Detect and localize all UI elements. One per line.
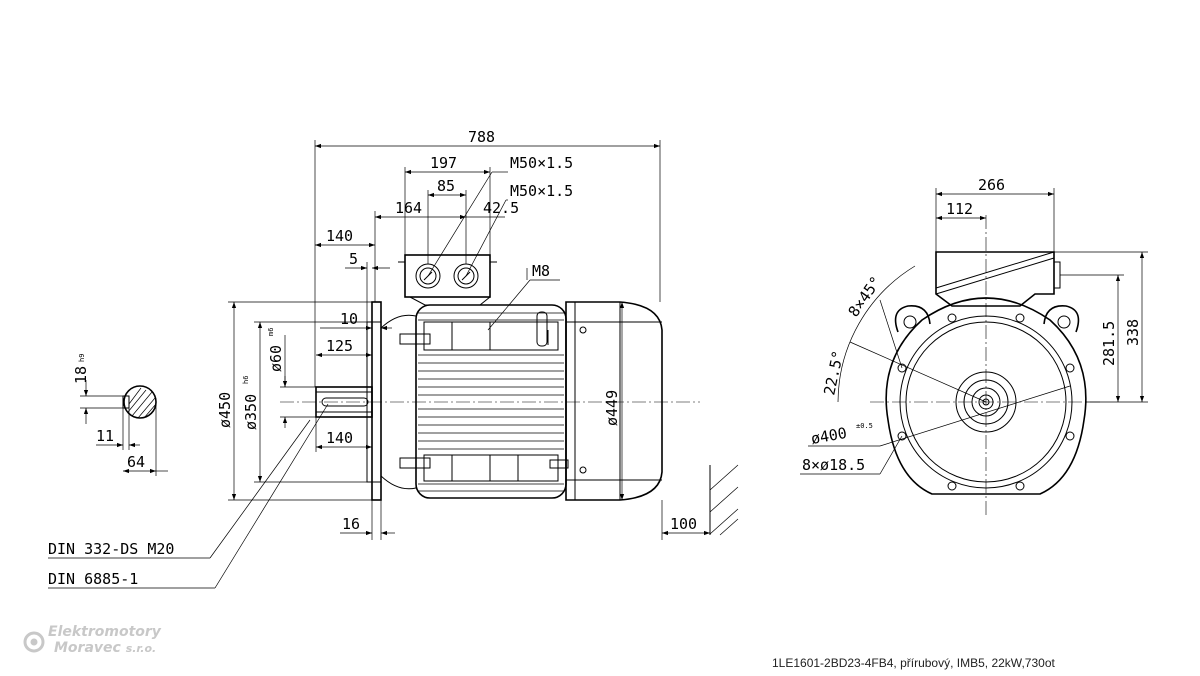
- dim-shaft-tol: m6: [267, 328, 275, 336]
- dim-spigot-diameter: ø350: [242, 394, 260, 430]
- dim-terminal-box-length: 197: [430, 154, 457, 172]
- dim-flange-thickness: 16: [342, 515, 360, 533]
- dim-bolt-holes: 8×ø18.5: [802, 456, 865, 474]
- brand-line1: Elektromotory: [48, 624, 161, 640]
- dim-angle-offset: 22.5°: [820, 349, 847, 397]
- dim-key-depth: 11: [96, 427, 114, 445]
- dim-key-height: 64: [127, 453, 145, 471]
- dim-shaft-length: 140: [326, 429, 353, 447]
- dim-shaft-diameter: ø60: [267, 345, 285, 372]
- dim-frame-diameter: ø449: [603, 390, 621, 426]
- dim-box-center-offset: 112: [946, 200, 973, 218]
- dim-angle-bolts: 8×45°: [845, 273, 886, 320]
- shaft-section: 18 h9 11 64: [72, 354, 168, 476]
- label-din-center: DIN 332-DS M20: [48, 540, 174, 558]
- cooling-fins: [418, 312, 564, 492]
- dim-flange-spigot: 5: [349, 250, 358, 268]
- dim-box-width: 266: [978, 176, 1005, 194]
- dim-box-height-axis: 281.5: [1100, 321, 1118, 366]
- dim-total-height: 338: [1124, 319, 1142, 346]
- dim-flange-diameter: ø450: [216, 392, 234, 428]
- dim-gland-spacing: 85: [437, 177, 455, 195]
- label-gland-2: M50×1.5: [510, 182, 573, 200]
- label-din-key: DIN 6885-1: [48, 570, 138, 588]
- brand-logo: Elektromotory Moravec s.r.o.: [22, 624, 202, 660]
- dim-key-tol: h9: [78, 354, 86, 362]
- dim-rear-clearance: 100: [670, 515, 697, 533]
- label-gland-1: M50×1.5: [510, 154, 573, 172]
- gear-icon: [23, 631, 45, 653]
- brand-line2: Moravec s.r.o.: [54, 640, 156, 656]
- dim-shaft-length-inner: 125: [326, 337, 353, 355]
- drawing-caption: 1LE1601-2BD23-4FB4, přírubový, IMB5, 22k…: [772, 656, 1055, 670]
- brand-suffix: s.r.o.: [125, 642, 157, 655]
- front-view: 266 112 281.5 338 8×45° 22.5° ø400 ±0.5 …: [800, 176, 1148, 515]
- dim-spigot-tol: h6: [242, 376, 250, 384]
- side-view: 788 197 85 164 42.5 M50×1.5 M50×1.5 M8 1…: [48, 128, 739, 589]
- label-earth-thread: M8: [532, 262, 550, 280]
- brand-name: Moravec: [54, 640, 121, 656]
- dim-shaft-step: 10: [340, 310, 358, 328]
- dim-pcd-tol: ±0.5: [856, 422, 873, 430]
- dim-overall-length: 788: [468, 128, 495, 146]
- dim-box-offset: 164: [395, 199, 422, 217]
- bolt-holes: [897, 313, 1075, 491]
- dim-flange-to-box: 140: [326, 227, 353, 245]
- dim-gland-offset: 42.5: [483, 199, 519, 217]
- dim-pcd: ø400: [810, 424, 849, 448]
- dim-key-width: 18: [72, 366, 90, 384]
